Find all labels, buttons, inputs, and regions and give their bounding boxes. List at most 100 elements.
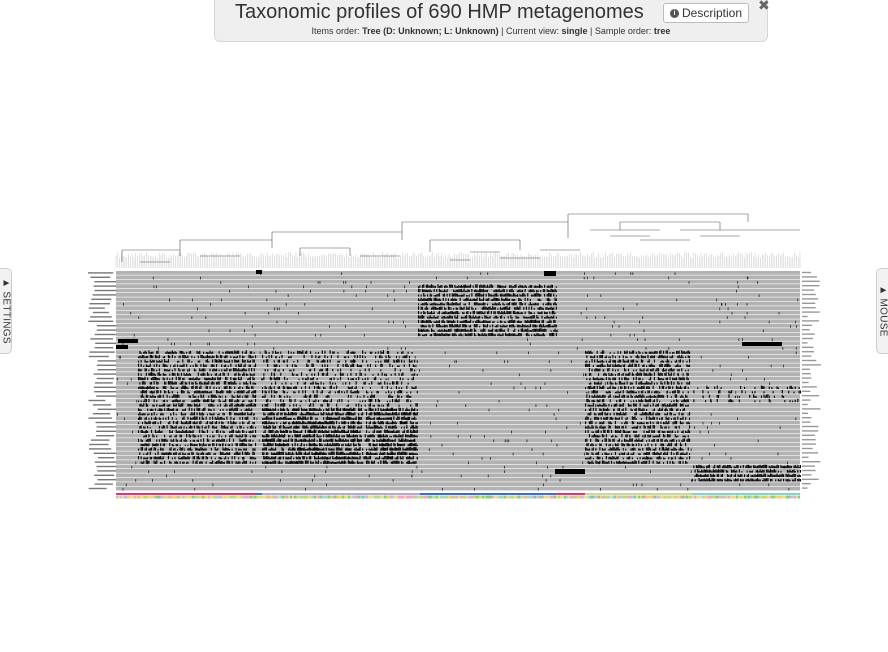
data-bar xyxy=(285,412,287,416)
data-bar xyxy=(203,408,205,411)
data-bar xyxy=(353,461,355,464)
data-bar xyxy=(490,310,492,315)
data-bar xyxy=(147,426,149,429)
data-bar xyxy=(243,389,245,394)
data-bar xyxy=(332,438,334,442)
layer-label xyxy=(96,329,122,331)
data-bar xyxy=(138,408,140,411)
data-bar xyxy=(501,315,503,319)
data-bar xyxy=(195,444,197,447)
data-bar xyxy=(351,360,353,363)
sparse-mark xyxy=(370,281,372,284)
data-bar xyxy=(514,310,516,315)
data-bar xyxy=(173,452,175,455)
data-bar xyxy=(424,298,426,301)
data-bar xyxy=(218,456,220,460)
data-bar xyxy=(492,295,494,297)
sparse-mark xyxy=(279,457,281,460)
data-bar xyxy=(151,429,153,433)
data-bar xyxy=(158,360,160,363)
data-bar xyxy=(419,299,421,301)
data-bar xyxy=(350,411,352,416)
data-bar xyxy=(316,390,318,394)
sparse-mark xyxy=(276,355,278,359)
layer-row xyxy=(116,376,800,381)
data-bar xyxy=(154,429,156,433)
data-bar xyxy=(509,293,511,297)
sparse-mark xyxy=(527,338,528,341)
data-bar xyxy=(468,321,470,323)
data-bar xyxy=(442,333,444,337)
data-bar xyxy=(330,398,332,403)
data-bar xyxy=(161,462,163,464)
data-bar xyxy=(537,333,539,337)
data-bar xyxy=(167,416,169,420)
sparse-mark xyxy=(795,325,797,328)
data-bar xyxy=(533,319,535,323)
data-bar xyxy=(151,351,153,354)
data-bar xyxy=(289,413,291,416)
data-bar xyxy=(328,433,330,438)
data-bar xyxy=(480,299,482,301)
data-bar xyxy=(355,381,357,385)
data-bar xyxy=(164,359,166,363)
data-bar xyxy=(199,350,201,354)
data-bar xyxy=(151,390,153,394)
data-bar xyxy=(223,359,225,363)
data-bar xyxy=(451,323,453,328)
data-bar xyxy=(141,413,143,416)
data-bar xyxy=(350,407,352,411)
data-bar xyxy=(544,325,546,328)
data-bar xyxy=(385,359,387,363)
data-bar xyxy=(382,434,384,438)
data-bar xyxy=(479,297,481,301)
data-bar xyxy=(218,399,220,403)
data-bar xyxy=(516,316,518,319)
layer-label xyxy=(96,465,120,468)
data-bar xyxy=(195,422,197,425)
data-bar xyxy=(320,381,322,385)
data-bar xyxy=(218,386,220,389)
data-bar xyxy=(304,426,306,429)
data-bar xyxy=(501,297,503,301)
data-bar xyxy=(403,360,405,363)
data-bar xyxy=(375,376,377,381)
data-bar xyxy=(527,319,529,323)
data-bar xyxy=(191,361,193,363)
data-bar xyxy=(529,298,531,301)
data-bar xyxy=(355,378,357,381)
sparse-mark xyxy=(795,351,797,355)
data-bar xyxy=(450,320,452,323)
sparse-mark xyxy=(450,307,452,311)
data-bar xyxy=(350,435,352,438)
sparse-mark xyxy=(117,413,118,416)
data-bar xyxy=(184,385,186,389)
data-bar xyxy=(169,352,171,354)
layer-row xyxy=(116,385,800,390)
layer-label xyxy=(94,333,116,336)
data-bar xyxy=(210,409,212,411)
data-bar xyxy=(252,386,254,389)
data-bar xyxy=(314,373,316,376)
data-bar xyxy=(386,417,388,420)
data-bar xyxy=(354,351,356,354)
data-bar xyxy=(139,411,141,416)
data-bar xyxy=(169,378,171,381)
data-bar xyxy=(145,443,147,447)
data-bar xyxy=(321,368,323,372)
data-bar xyxy=(145,361,147,363)
data-bar xyxy=(238,350,240,354)
data-bar xyxy=(289,457,291,460)
data-bar xyxy=(360,404,362,407)
data-layers[interactable] xyxy=(116,270,801,491)
data-bar xyxy=(488,320,490,323)
data-bar xyxy=(527,332,529,337)
data-bar xyxy=(485,290,487,293)
data-bar xyxy=(223,400,225,403)
data-bar xyxy=(325,444,327,447)
data-bar xyxy=(222,351,224,354)
data-bar xyxy=(462,294,464,297)
data-bar xyxy=(380,378,382,381)
data-bar xyxy=(255,363,257,367)
